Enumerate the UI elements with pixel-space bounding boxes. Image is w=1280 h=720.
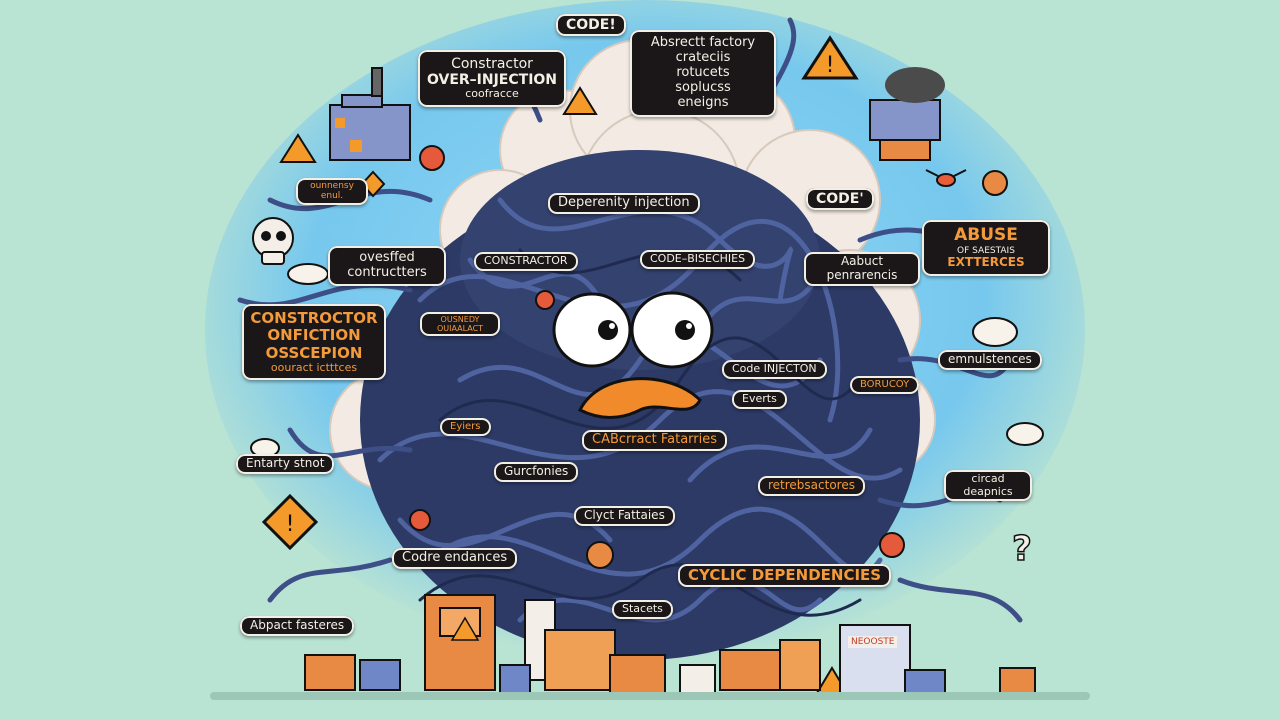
label-entarty-stnot: Entarty stnot xyxy=(236,454,335,474)
label-gurcfonies: Gurcfonies xyxy=(494,462,579,482)
label-stacets: Stacets xyxy=(612,600,673,619)
label-code-injection: Code INJECTON xyxy=(722,360,827,379)
svg-text:!: ! xyxy=(286,512,295,537)
label-constructor-over-injection: Constractor OVER–INJECTION coofracce xyxy=(418,50,566,107)
skull-icon xyxy=(252,217,294,265)
label-code-bisechies: CODE–BISECHIES xyxy=(640,250,756,269)
label-line: ovesffed xyxy=(359,250,415,265)
label-circad-deapnics: circad deapnics xyxy=(944,470,1032,502)
label-line: circad xyxy=(971,472,1005,485)
label-line: CONSTROCTOR xyxy=(250,309,378,327)
box-label: NEOOSTE xyxy=(848,636,898,648)
label-line: OUIAALACT xyxy=(436,324,484,334)
label-codre-endances: Codre endances xyxy=(392,548,518,569)
label-constractor-mid: CONSTRACTOR xyxy=(474,252,578,271)
label-line: soplucss xyxy=(675,79,731,95)
monster-mouth xyxy=(577,377,702,419)
label-line: crateciis xyxy=(675,49,731,65)
label-line: eneigns xyxy=(677,94,729,110)
fly-icon xyxy=(925,169,967,187)
label-abpact-fasteres: Abpact fasteres xyxy=(240,616,355,636)
label-emulstences: emnulstences xyxy=(938,350,1042,370)
cardboard-boxes xyxy=(304,594,1036,698)
label-line: contructters xyxy=(347,264,427,280)
label-abduct-penrarencis: Aabuct penrarencis xyxy=(804,252,920,286)
label-clyct-fattaies: Clyct Fattaies xyxy=(574,506,675,526)
label-abuse: ABUSE OF SAESTAIS EXTTERCES xyxy=(922,220,1050,276)
label-line: ONFICTION xyxy=(267,326,361,345)
label-line: OUSNEDY xyxy=(440,315,480,324)
label-abstract-factory: Absrectt factory crateciis rotucets sopl… xyxy=(630,30,776,117)
label-line: Aabuct xyxy=(840,254,884,268)
label-obscure-small: ounnensy enul. xyxy=(296,178,368,205)
wire-tangles xyxy=(377,197,903,623)
label-line: enul. xyxy=(320,191,344,202)
factory-icon xyxy=(329,67,411,161)
label-line: coofracce xyxy=(465,87,519,101)
label-line: OF SAESTAIS xyxy=(957,245,1015,256)
label-cabstract-fatarries: CABcrract Fatarries xyxy=(582,430,727,451)
question-mark-icon: ? xyxy=(1011,528,1032,570)
label-line: penrarencis xyxy=(826,267,898,282)
svg-text:!: ! xyxy=(826,53,835,78)
label-constructor-left: CONSTROCTOR ONFICTION OSSCEPION oouract … xyxy=(242,304,386,381)
label-line: deapnics xyxy=(963,484,1013,498)
label-line: ounnensy xyxy=(310,181,354,191)
label-line: Constractor xyxy=(451,56,533,72)
monster-eyes xyxy=(552,291,714,369)
ground-shadow xyxy=(210,692,1090,700)
svg-text:?: ? xyxy=(1012,529,1032,569)
label-line: OSSCEPION xyxy=(265,343,363,362)
label-ousnedy: OUSNEDY OUIAALACT xyxy=(420,312,500,337)
cloud-icon xyxy=(250,263,1044,458)
label-line: Absrectt factory xyxy=(650,35,756,50)
smoking-factory-icon xyxy=(869,67,945,161)
label-cyclic-dependencies: CYCLIC DEPENDENCIES xyxy=(678,564,892,588)
label-eyiers: Eyiers xyxy=(440,418,491,436)
label-line: EXTTERCES xyxy=(947,254,1025,269)
label-boruody: BORUCOY xyxy=(850,376,920,394)
label-everts: Everts xyxy=(732,390,787,409)
label-line: OVER–INJECTION xyxy=(426,72,558,89)
label-retrebsactores: retrebsactores xyxy=(758,476,865,496)
box-warning-icon xyxy=(450,616,480,641)
label-line: oouract ictttces xyxy=(270,360,358,374)
label-code-top: CODE! xyxy=(556,14,626,37)
label-line: rotucets xyxy=(676,64,730,80)
label-ovesffed-contructters: ovesffed contructters xyxy=(328,246,446,286)
label-dependency-injection: Deperenity injection xyxy=(548,193,700,214)
label-line: ABUSE xyxy=(954,225,1018,245)
alarm-clock-icon xyxy=(409,145,1008,569)
label-code-right: CODE' xyxy=(806,188,874,211)
